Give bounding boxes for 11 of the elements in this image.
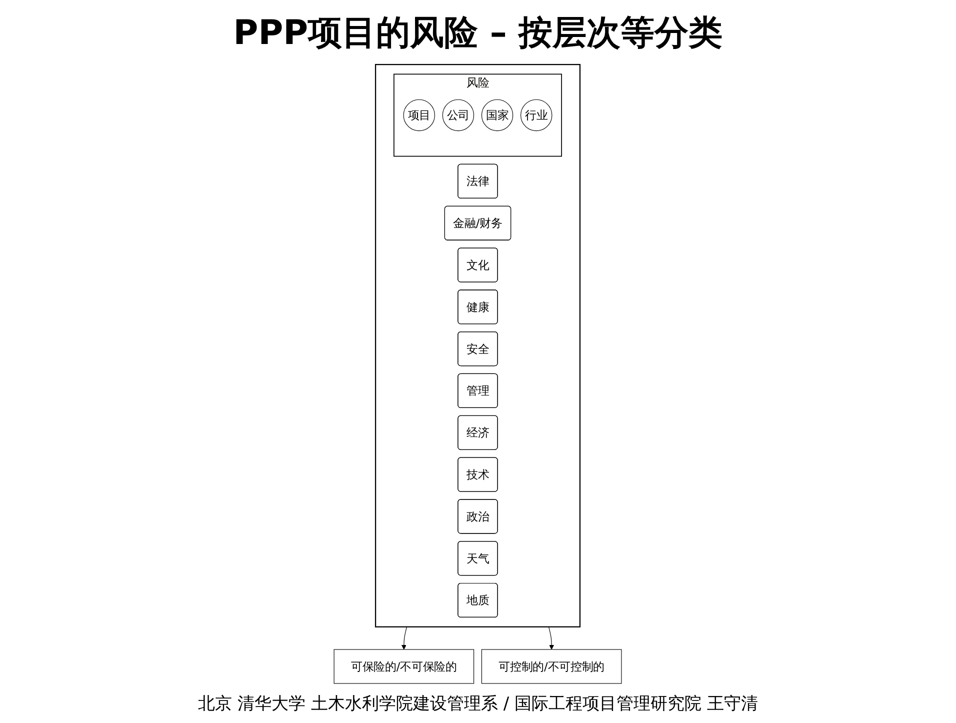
footer-caption: 北京 清华大学 土木水利学院建设管理系 / 国际工程项目管理研究院 王守清 [198,693,758,715]
node-box: 可控制的/不可控制的 [482,649,622,684]
slide-title: PPP项目的风险 – 按层次等分类 [233,12,723,55]
node-circle: 公司 [442,99,474,132]
cluster [375,64,581,628]
node-circle: 国家 [482,99,514,132]
arrow [402,626,408,650]
node-box: 可保险的/不可保险的 [334,649,474,684]
node-circle: 项目 [404,99,436,132]
arrow [548,626,554,650]
node-circle: 行业 [520,99,552,132]
